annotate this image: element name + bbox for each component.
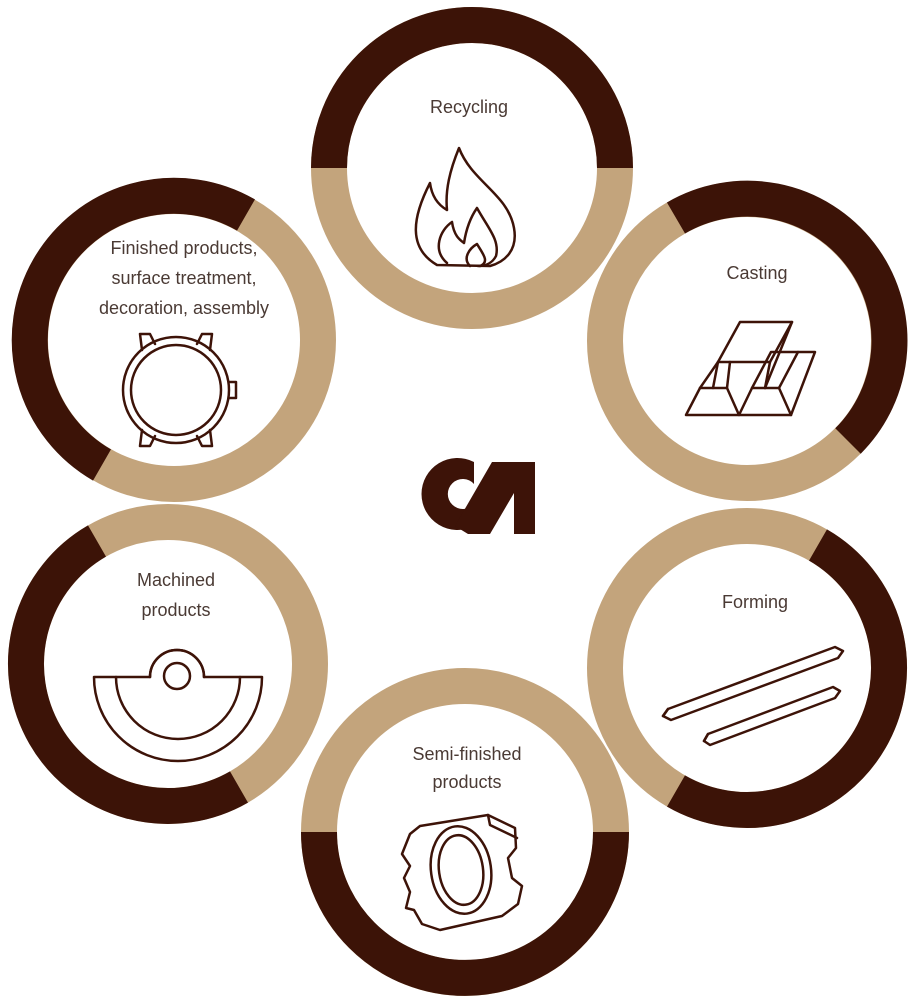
metal-strips-icon — [661, 645, 845, 747]
stage-casting: Casting — [587, 180, 908, 501]
flame-icon — [414, 146, 516, 268]
stage-semi-finished: Semi-finished products — [301, 668, 629, 996]
stage-label: Machined — [137, 570, 215, 590]
stage-label: Forming — [722, 592, 788, 612]
rotor-icon — [92, 648, 264, 763]
stage-label: Finished products, — [110, 238, 257, 258]
watch-case-icon — [121, 332, 238, 448]
ring-dark-arc — [11, 177, 255, 481]
cm-logo — [421, 458, 535, 534]
stage-recycling: Recycling — [311, 7, 633, 329]
stage-label: products — [141, 600, 210, 620]
ring-dark-arc — [7, 525, 248, 824]
ring-dark-arc — [667, 529, 908, 828]
ring-dark-arc — [311, 7, 633, 169]
stage-label: surface treatment, — [111, 268, 256, 288]
gold-bars-icon — [684, 320, 817, 417]
raw-watch-case-icon — [400, 813, 524, 932]
stage-label: decoration, assembly — [99, 298, 269, 318]
stage-label: Semi-finished — [412, 744, 521, 764]
stage-label: products — [432, 772, 501, 792]
stage-finished: Finished products, surface treatment, de… — [11, 177, 336, 502]
stage-machined: Machined products — [7, 504, 328, 824]
ring-dark-arc — [301, 831, 629, 996]
stage-label: Recycling — [430, 97, 508, 117]
ring-dark-arc — [666, 180, 908, 454]
stage-forming: Forming — [587, 508, 908, 828]
stage-label: Casting — [726, 263, 787, 283]
